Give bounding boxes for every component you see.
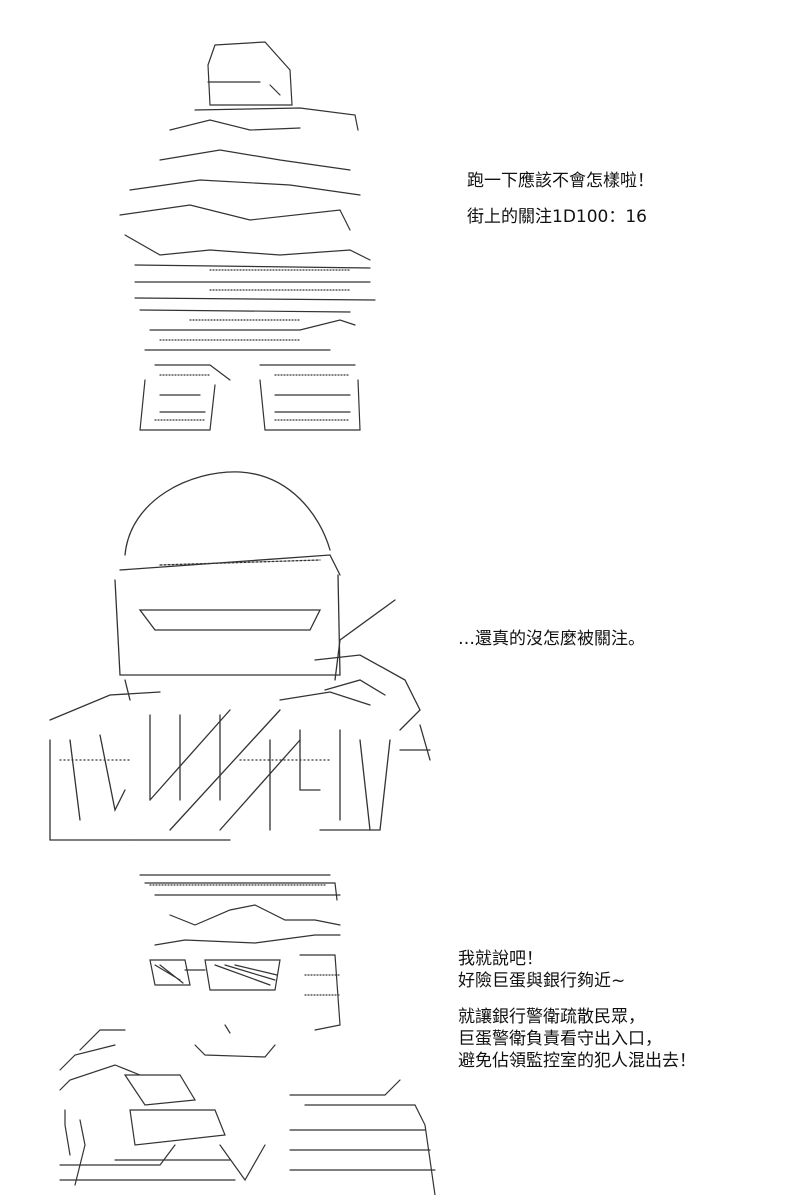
dialogue-1: 跑一下應該不會怎樣啦！ 街上的關注1D100：16 bbox=[467, 170, 654, 228]
dialogue-3-line-1: 我就說吧！ bbox=[458, 949, 543, 969]
ascii-art-visor-soldier-closeup bbox=[40, 460, 440, 850]
dialogue-1-line-2 bbox=[467, 192, 654, 206]
dialogue-3-line-3 bbox=[458, 992, 696, 1006]
ascii-art-sunglasses-man-svg bbox=[59, 874, 436, 1195]
ascii-art-helmet-soldier-running bbox=[100, 20, 400, 440]
panel-2: …還真的沒怎麼被關注。 bbox=[0, 450, 800, 860]
dialogue-3-line-6: 避免佔領監控室的犯人混出去！ bbox=[458, 1051, 696, 1071]
panel-1: 跑一下應該不會怎樣啦！ 街上的關注1D100：16 bbox=[0, 0, 800, 450]
ascii-art-sunglasses-man bbox=[55, 865, 445, 1195]
dialogue-1-line-1: 跑一下應該不會怎樣啦！ bbox=[467, 171, 654, 191]
dialogue-3-line-2: 好險巨蛋與銀行夠近~ bbox=[458, 971, 626, 991]
ascii-art-helmet-soldier-svg bbox=[119, 41, 376, 431]
dialogue-1-line-3: 街上的關注1D100：16 bbox=[467, 207, 647, 227]
dialogue-3-line-5: 巨蛋警衛負責看守出入口， bbox=[458, 1029, 662, 1049]
dialogue-3-line-4: 就讓銀行警衛疏散民眾， bbox=[458, 1007, 645, 1027]
ascii-art-visor-soldier-svg bbox=[49, 471, 431, 841]
dialogue-3: 我就說吧！ 好險巨蛋與銀行夠近~ 就讓銀行警衛疏散民眾， 巨蛋警衛負責看守出入口… bbox=[458, 948, 696, 1072]
dialogue-2: …還真的沒怎麼被關注。 bbox=[458, 628, 645, 650]
panel-3: 我就說吧！ 好險巨蛋與銀行夠近~ 就讓銀行警衛疏散民眾， 巨蛋警衛負責看守出入口… bbox=[0, 860, 800, 1200]
dialogue-2-line-1: …還真的沒怎麼被關注。 bbox=[458, 629, 645, 649]
